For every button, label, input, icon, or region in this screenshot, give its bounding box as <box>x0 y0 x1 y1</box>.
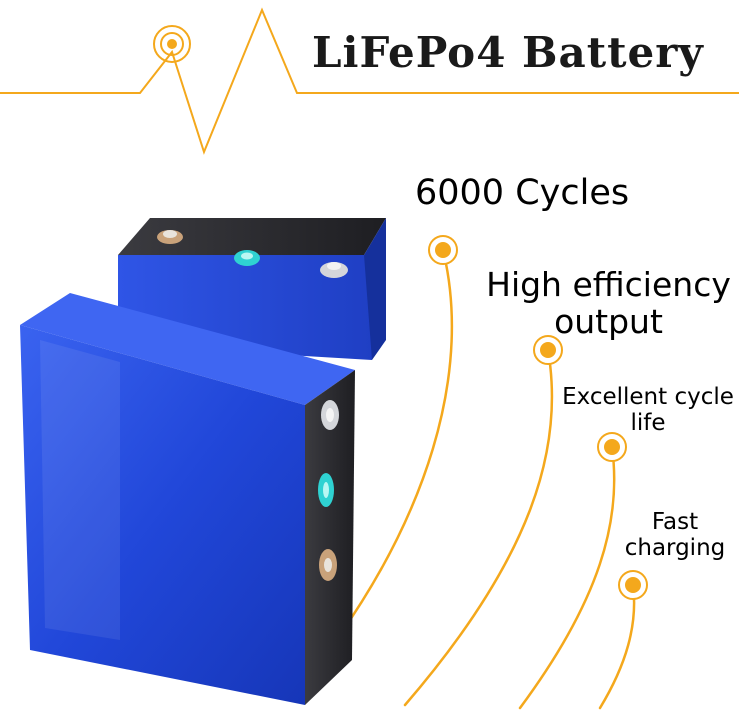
feature-cycle-life: Excellent cycle life <box>562 384 734 437</box>
feature-marker-icon <box>597 432 627 462</box>
feature-arc-4 <box>598 583 636 710</box>
feature-fast-charging: Fast charging <box>620 509 730 562</box>
feature-marker-icon <box>533 335 563 365</box>
feature-line: Fast <box>651 509 699 535</box>
feature-cycles: 6000 Cycles <box>415 173 630 213</box>
battery-cell-image <box>20 218 386 705</box>
feature-arc-3 <box>518 445 616 710</box>
feature-marker-icon <box>618 570 648 600</box>
signal-icon <box>153 25 191 63</box>
feature-line: output <box>554 301 663 341</box>
feature-line: life <box>630 409 666 436</box>
feature-line: High efficiency <box>486 265 731 304</box>
feature-marker-icon <box>428 235 458 265</box>
page-title: LiFePo4 Battery <box>312 28 704 77</box>
feature-efficiency: High efficiency output <box>486 265 731 341</box>
feature-line: 6000 Cycles <box>415 173 630 213</box>
feature-line: Excellent cycle <box>562 384 734 410</box>
pulse-line <box>0 7 739 155</box>
feature-arc-2 <box>403 348 554 707</box>
feature-line: charging <box>624 534 726 561</box>
